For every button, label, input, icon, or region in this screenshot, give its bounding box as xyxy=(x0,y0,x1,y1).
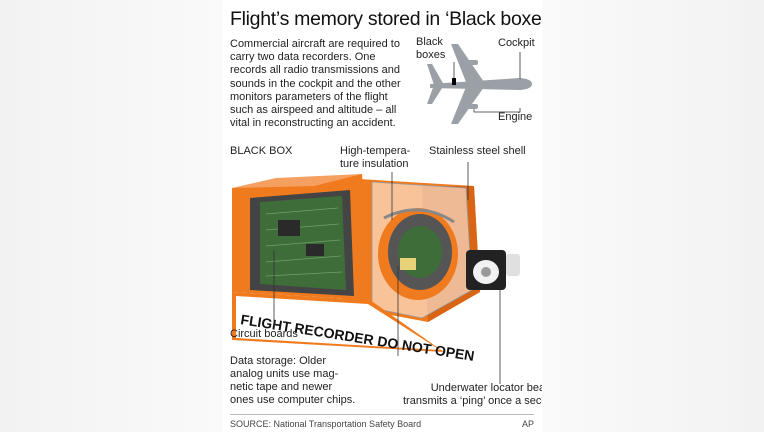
fuselage-shape xyxy=(430,78,532,90)
label-black-box: BLACK BOX xyxy=(230,145,293,157)
steel-shell-outline xyxy=(371,181,473,319)
label-cockpit: Cockpit xyxy=(498,37,535,49)
wing-upper-shape xyxy=(451,44,484,82)
tail-upper-shape xyxy=(427,64,444,85)
casing-top-shape xyxy=(232,174,362,188)
label-data-storage: Data storage: Older analog units use mag… xyxy=(230,355,356,406)
tail-lower-shape xyxy=(427,85,444,104)
engine-lower-shape xyxy=(468,104,478,109)
label-insulation: High-tempera- ture insulation xyxy=(340,145,411,170)
beacon-cap xyxy=(506,254,520,276)
infographic-panel: Flight’s memory stored in ‘Black boxes’ … xyxy=(222,0,542,432)
label-beacon: Underwater locator beacon transmits a ‘p… xyxy=(403,382,542,407)
background-left xyxy=(0,0,222,432)
cylinder-rim xyxy=(383,208,455,224)
diagram-svg: FLIGHT RECORDER DO NOT OPEN xyxy=(232,44,532,384)
black-box-marker xyxy=(452,78,456,85)
label-circuit-boards: Circuit boards xyxy=(230,328,298,340)
circuit-board-traces xyxy=(265,207,343,277)
label-black-boxes: Black boxes xyxy=(416,36,446,61)
agency-credit: AP xyxy=(521,419,534,429)
infographic-title: Flight’s memory stored in ‘Black boxes’ xyxy=(230,8,542,30)
label-engine: Engine xyxy=(498,111,533,123)
background-right xyxy=(542,0,764,432)
source-credit: SOURCE: National Transportation Safety B… xyxy=(230,419,422,429)
wing-lower-shape xyxy=(451,87,484,124)
airplane-icon xyxy=(427,44,532,124)
engine-leader xyxy=(473,108,521,113)
beacon-center xyxy=(481,267,491,277)
footer-divider xyxy=(230,414,534,415)
storage-chip xyxy=(400,258,416,270)
engine-upper-shape xyxy=(468,60,478,65)
stencil-strip xyxy=(236,296,440,350)
label-steel-shell: Stainless steel shell xyxy=(429,145,526,157)
chip-shape xyxy=(278,220,300,236)
memory-board-core xyxy=(398,226,442,278)
chip-shape-2 xyxy=(306,244,324,256)
intro-text: Commercial aircraft are required to carr… xyxy=(230,38,401,130)
